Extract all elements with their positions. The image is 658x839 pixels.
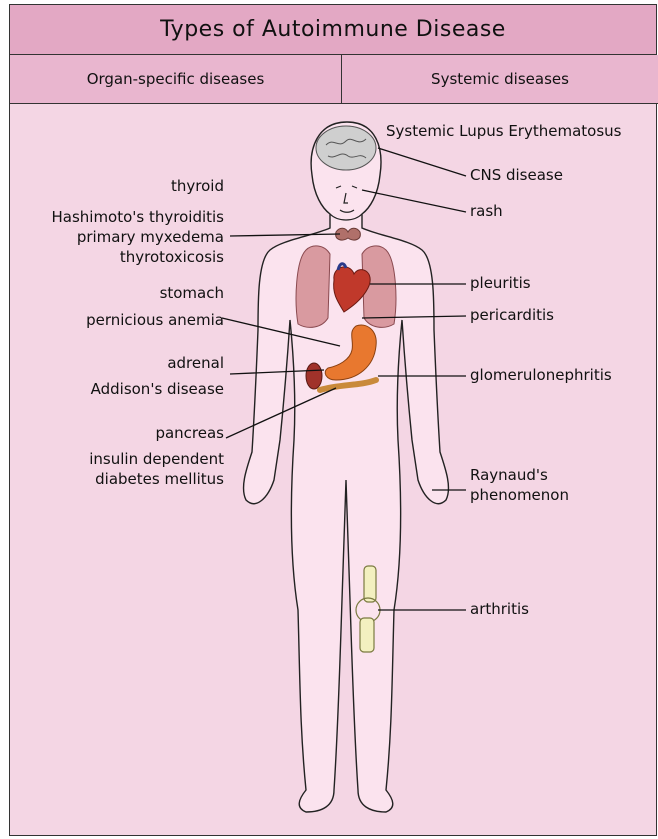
label-adrenal: adrenal bbox=[167, 354, 224, 373]
label-pericarditis: pericarditis bbox=[470, 306, 554, 325]
label-arthritis: arthritis bbox=[470, 600, 529, 619]
label-cns-disease: CNS disease bbox=[470, 166, 563, 185]
label-raynauds: Raynaud's bbox=[470, 466, 548, 485]
label-thyroid: thyroid bbox=[171, 177, 224, 196]
brain bbox=[316, 126, 376, 170]
label-addisons-disease: Addison's disease bbox=[91, 380, 224, 399]
label-sle: Systemic Lupus Erythematosus bbox=[386, 122, 621, 141]
label-pleuritis: pleuritis bbox=[470, 274, 531, 293]
label-phenomenon: phenomenon bbox=[470, 486, 569, 505]
label-stomach: stomach bbox=[160, 284, 224, 303]
label-primary-myxedema: primary myxedema bbox=[77, 228, 224, 247]
label-pancreas: pancreas bbox=[155, 424, 224, 443]
label-thyrotoxicosis: thyrotoxicosis bbox=[120, 248, 224, 267]
label-glomerulonephritis: glomerulonephritis bbox=[470, 366, 612, 385]
label-pernicious-anemia: pernicious anemia bbox=[86, 311, 224, 330]
human-body-figure bbox=[244, 122, 449, 812]
label-hashimoto: Hashimoto's thyroiditis bbox=[51, 208, 224, 227]
label-rash: rash bbox=[470, 202, 503, 221]
kidney-adrenal bbox=[306, 363, 322, 389]
label-diabetes-mellitus: diabetes mellitus bbox=[95, 470, 224, 489]
label-insulin-dependent: insulin dependent bbox=[89, 450, 224, 469]
